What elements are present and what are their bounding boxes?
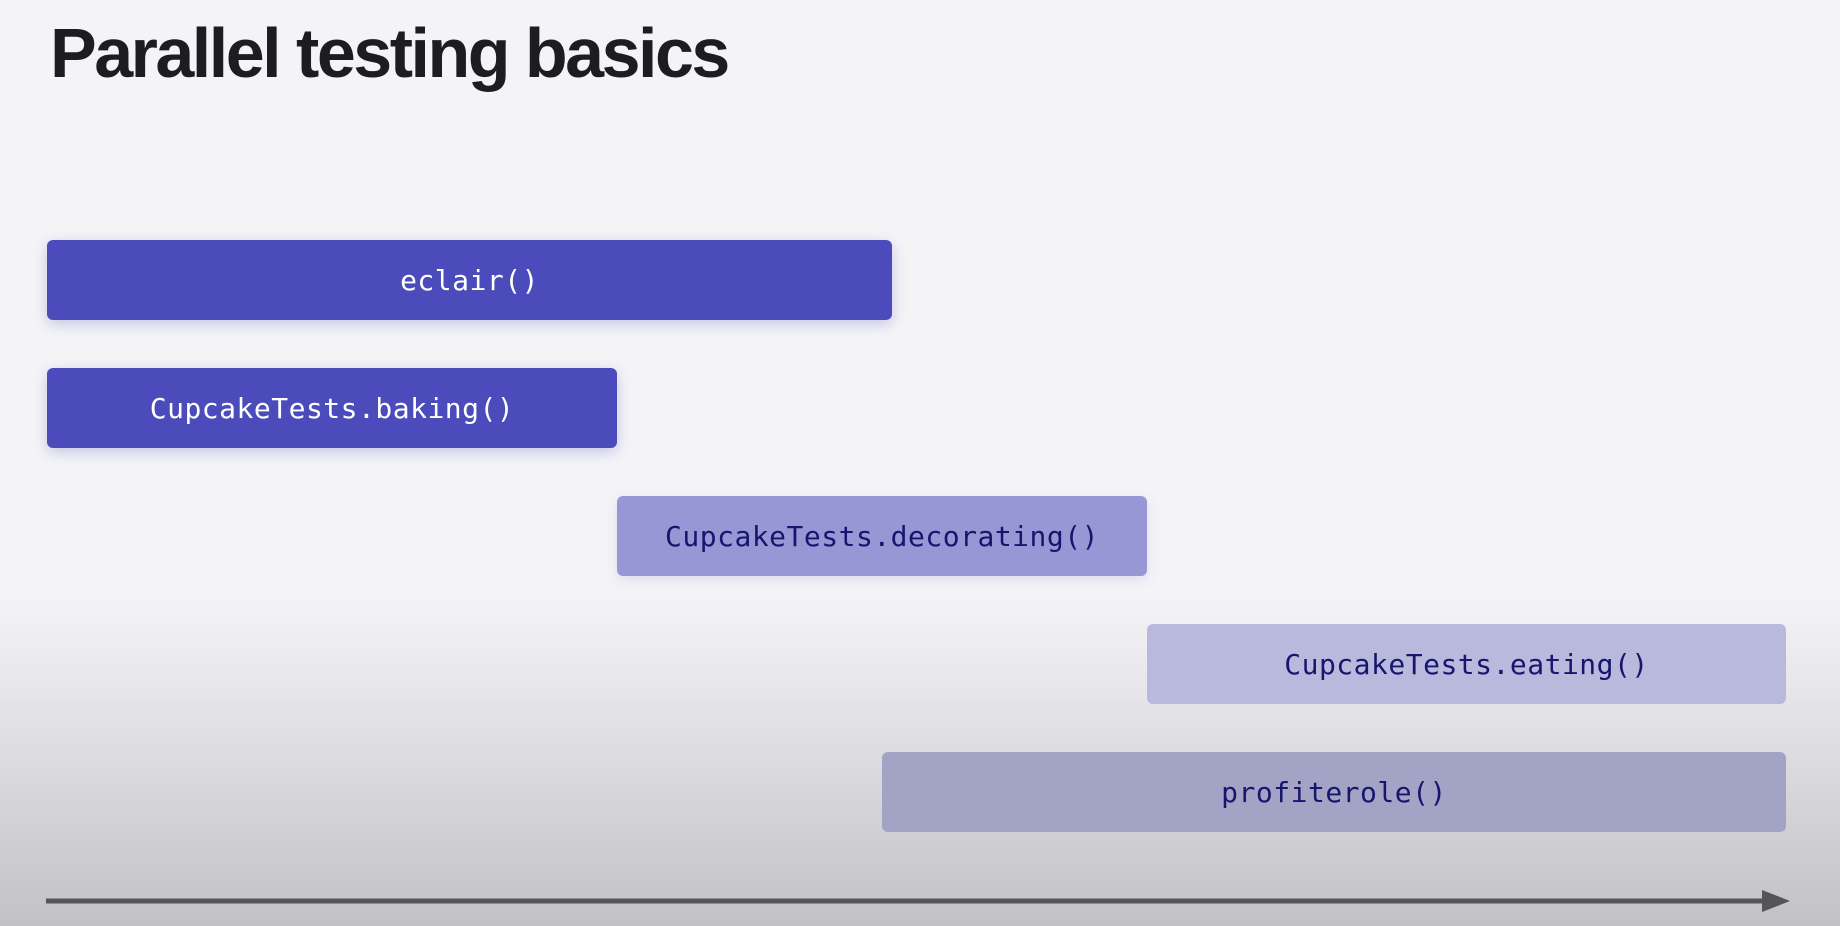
test-bar-eclair: eclair() <box>47 240 892 320</box>
test-bar-profiterole: profiterole() <box>882 752 1786 832</box>
timeline-axis <box>46 890 1790 912</box>
test-bar-cupcake-decorating: CupcakeTests.decorating() <box>617 496 1147 576</box>
test-bar-label: CupcakeTests.decorating() <box>665 519 1099 553</box>
slide-title: Parallel testing basics <box>50 14 730 92</box>
test-bar-cupcake-baking: CupcakeTests.baking() <box>47 368 617 448</box>
test-bar-cupcake-eating: CupcakeTests.eating() <box>1147 624 1786 704</box>
test-bar-label: CupcakeTests.eating() <box>1284 647 1649 681</box>
test-bar-label: CupcakeTests.baking() <box>149 391 515 425</box>
arrow-right-icon <box>1762 890 1790 912</box>
test-bar-label: eclair() <box>400 263 539 297</box>
test-bar-label: profiterole() <box>1221 775 1447 809</box>
